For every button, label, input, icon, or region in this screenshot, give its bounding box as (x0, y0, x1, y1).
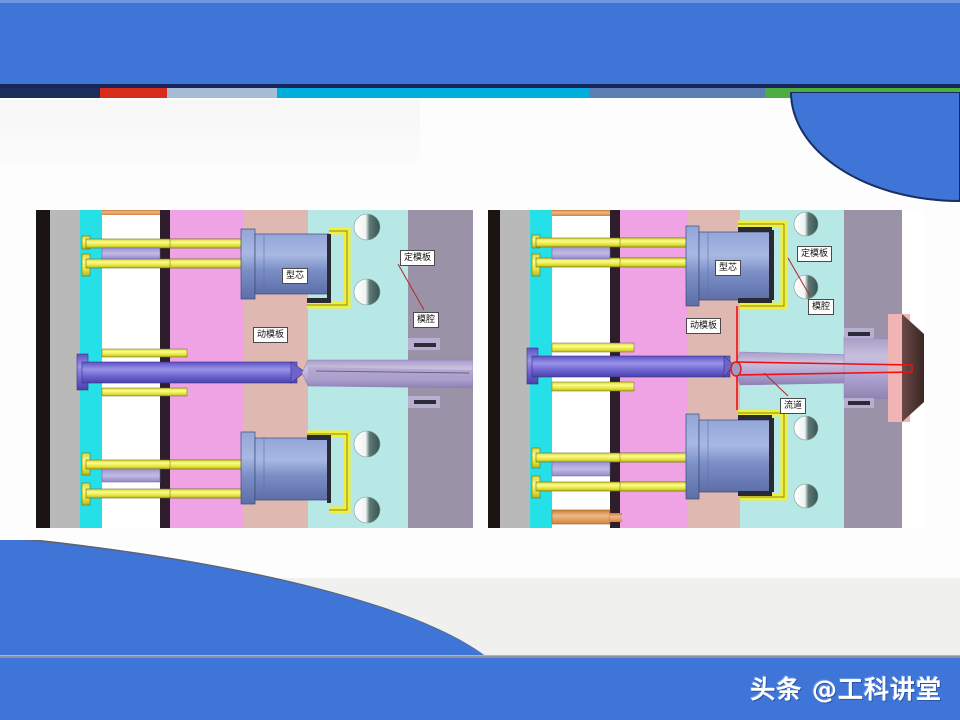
cooling-holes-lower (353, 430, 381, 524)
label-runner: 流道 (780, 398, 807, 414)
header-band-highlight (0, 0, 960, 3)
label-moving-plate: 动模板 (253, 327, 289, 343)
sprue-assembly (76, 348, 473, 397)
mold-closed-svg (488, 210, 924, 528)
label-core: 型芯 (282, 268, 309, 284)
rule-segment-red (100, 88, 167, 98)
footer-bar (0, 656, 960, 720)
core-lower (240, 430, 351, 514)
ejector-upper-r (531, 234, 692, 277)
core-lower-r (685, 409, 788, 501)
figure-mold-closed: 型芯 定模板 模腔 动模板 流道 (488, 210, 924, 528)
label-cavity: 模腔 (808, 299, 835, 315)
rule-segment-steel-blue (590, 88, 765, 98)
ejector-lower-r (531, 447, 692, 499)
header-band (0, 0, 960, 88)
ejector-lower (81, 452, 247, 506)
header-band-edge (0, 84, 960, 88)
label-core: 型芯 (715, 260, 742, 276)
label-cavity: 模腔 (413, 312, 440, 328)
rule-segment-pale-blue (167, 88, 277, 98)
label-fixed-plate: 定模板 (400, 250, 436, 266)
footer-area: 头条 @工科讲堂 (0, 540, 960, 720)
mold-closed-drawing (488, 210, 924, 528)
watermark-text: 头条 @工科讲堂 (750, 675, 942, 704)
rule-segment-cyan (277, 88, 590, 98)
core-upper (240, 227, 351, 309)
label-fixed-plate: 定模板 (797, 246, 833, 262)
cooling-holes-lower-r (793, 415, 819, 509)
title-placeholder (0, 100, 420, 162)
cooling-holes-upper (353, 213, 381, 306)
label-moving-plate: 动模板 (686, 318, 722, 334)
rule-segment-navy (0, 88, 100, 98)
core-upper-r (685, 220, 788, 310)
figure-mold-open: 型芯 定模板 模腔 动模板 (36, 210, 473, 528)
